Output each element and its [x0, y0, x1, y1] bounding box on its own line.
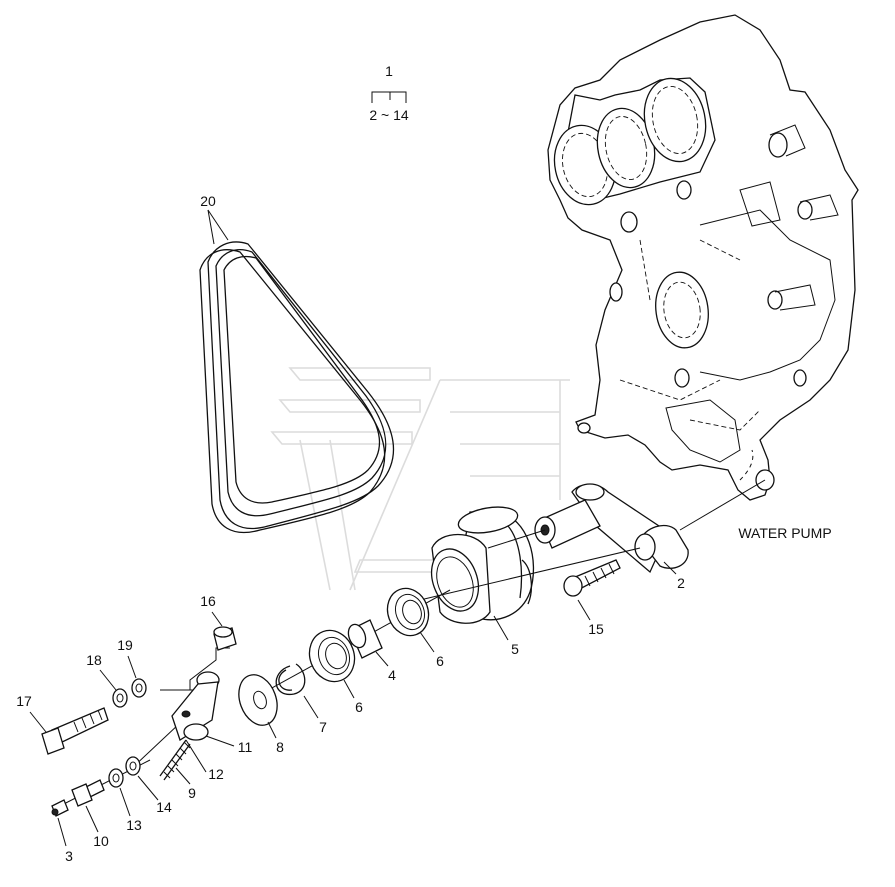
callout-7: 7: [319, 719, 327, 735]
tension-arm: [171, 671, 220, 741]
callout-2: 2: [677, 575, 685, 591]
callout-6-upper: 6: [436, 653, 444, 669]
assembly-range: 2 ~ 14: [369, 107, 409, 123]
callout-14: 14: [156, 799, 172, 815]
callout-6-lower: 6: [355, 699, 363, 715]
callout-3: 3: [65, 848, 73, 864]
callout-8: 8: [276, 739, 284, 755]
assembly-number: 1: [385, 63, 393, 79]
callout-labels: 1 2 ~ 14 WATER PUMP 20 2 15 5 6 4 6 7 8 …: [16, 63, 831, 864]
washer-14: [125, 756, 141, 776]
snap-ring: [275, 663, 306, 695]
washer-plate: [238, 674, 278, 726]
bolt-15: [563, 559, 621, 597]
callout-4: 4: [388, 667, 396, 683]
callout-12: 12: [208, 766, 224, 782]
callout-10: 10: [93, 833, 109, 849]
callout-18: 18: [86, 652, 102, 668]
pump-bracket: [534, 483, 689, 574]
pulley: [430, 506, 535, 624]
callout-15: 15: [588, 621, 604, 637]
water-pump-annotation: WATER PUMP: [738, 525, 831, 541]
washer-19: [131, 678, 147, 698]
grease-nipple: [51, 799, 69, 817]
callout-13: 13: [126, 817, 142, 833]
callout-19: 19: [117, 637, 133, 653]
bearing-lower: [308, 629, 356, 683]
callout-20: 20: [200, 193, 216, 209]
washer-18: [112, 688, 128, 708]
gear-case-housing: [547, 14, 859, 501]
bearing-upper: [386, 587, 430, 637]
spacer: [347, 619, 383, 659]
callout-5: 5: [511, 641, 519, 657]
callout-16: 16: [200, 593, 216, 609]
callout-9: 9: [188, 785, 196, 801]
tension-spring: [159, 739, 191, 781]
callout-11: 11: [238, 739, 253, 755]
callout-17: 17: [16, 693, 32, 709]
label-leaders: [29, 561, 677, 847]
bolt-17: [41, 707, 109, 755]
collar: [213, 626, 237, 651]
v-belt: [199, 241, 395, 534]
washer-13: [108, 768, 124, 788]
adjust-bolt: [71, 779, 105, 807]
